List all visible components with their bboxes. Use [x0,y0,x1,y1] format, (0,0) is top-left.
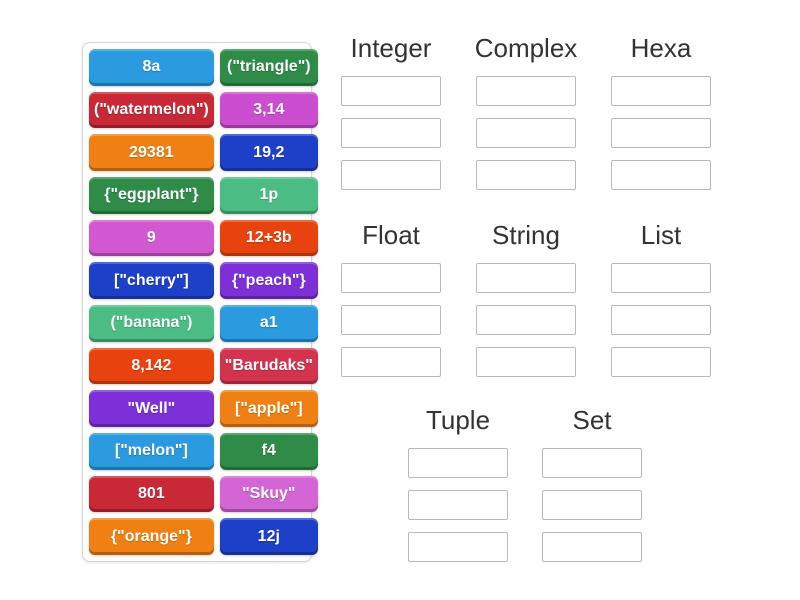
group-string: String [476,217,576,389]
draggable-tile[interactable]: ("watermelon") [89,91,214,129]
draggable-tile[interactable]: "Barudaks" [219,347,318,385]
drop-slot[interactable] [476,263,576,293]
group-complex: Complex [474,30,578,202]
drop-slot[interactable] [611,305,711,335]
drop-slot[interactable] [341,347,441,377]
group-tuple: Tuple [408,402,508,574]
drop-slot[interactable] [611,160,711,190]
group-label: Float [362,220,420,250]
group-label: Hexa [630,33,692,63]
draggable-tile[interactable]: {"eggplant"} [89,177,214,214]
group-label: Integer [350,33,432,63]
draggable-tile[interactable]: ["apple"] [219,390,318,427]
draggable-tile[interactable]: 9 [89,219,214,257]
drop-slot[interactable] [611,347,711,377]
group-label: String [492,220,560,250]
draggable-tile[interactable]: a1 [219,305,318,342]
drop-slot[interactable] [341,305,441,335]
drop-slot[interactable] [476,76,576,106]
drop-slot[interactable] [476,160,576,190]
drop-slot[interactable] [408,532,508,562]
draggable-tile[interactable]: ["melon"] [89,433,214,470]
draggable-tile[interactable]: 8,142 [89,347,214,385]
draggable-tile[interactable]: 19,2 [219,134,318,171]
drop-slot[interactable] [611,118,711,148]
drop-slot[interactable] [542,490,642,520]
group-float: Float [341,217,441,389]
group-label: Complex [474,33,578,63]
draggable-tile[interactable]: "Well" [89,390,214,427]
draggable-tile[interactable]: f4 [219,433,318,470]
group-hexa: Hexa [611,30,711,202]
group-label: Tuple [425,405,491,435]
drop-slot[interactable] [476,347,576,377]
draggable-tile[interactable]: 801 [89,475,214,513]
tile-pool-panel: 8a ("triangle") ("watermelon") 3,14 2938… [82,42,318,562]
drop-slot[interactable] [542,448,642,478]
drop-slot[interactable] [611,76,711,106]
group-label: Set [572,405,612,435]
group-list: List [611,217,711,389]
draggable-tile[interactable]: ("banana") [89,305,214,342]
drop-slot[interactable] [611,263,711,293]
drop-slot[interactable] [542,532,642,562]
draggable-tile[interactable]: 29381 [89,134,214,171]
group-set: Set [542,402,642,574]
draggable-tile[interactable]: {"orange"} [89,518,214,555]
draggable-tile[interactable]: 1p [219,177,318,214]
draggable-tile[interactable]: 12+3b [219,219,318,257]
drop-slot[interactable] [408,490,508,520]
draggable-tile[interactable]: 3,14 [219,91,318,129]
drop-slot[interactable] [341,263,441,293]
draggable-tile[interactable]: ("triangle") [219,49,318,86]
draggable-tile[interactable]: ["cherry"] [89,262,214,299]
drop-slot[interactable] [341,160,441,190]
group-label: List [640,220,682,250]
drop-slot[interactable] [341,118,441,148]
draggable-tile[interactable]: "Skuy" [219,475,318,513]
drop-slot[interactable] [476,305,576,335]
group-integer: Integer [341,30,441,202]
drop-slot[interactable] [408,448,508,478]
draggable-tile[interactable]: 12j [219,518,318,555]
draggable-tile[interactable]: 8a [89,49,214,86]
draggable-tile[interactable]: {"peach"} [219,262,318,299]
drop-slot[interactable] [476,118,576,148]
drop-slot[interactable] [341,76,441,106]
